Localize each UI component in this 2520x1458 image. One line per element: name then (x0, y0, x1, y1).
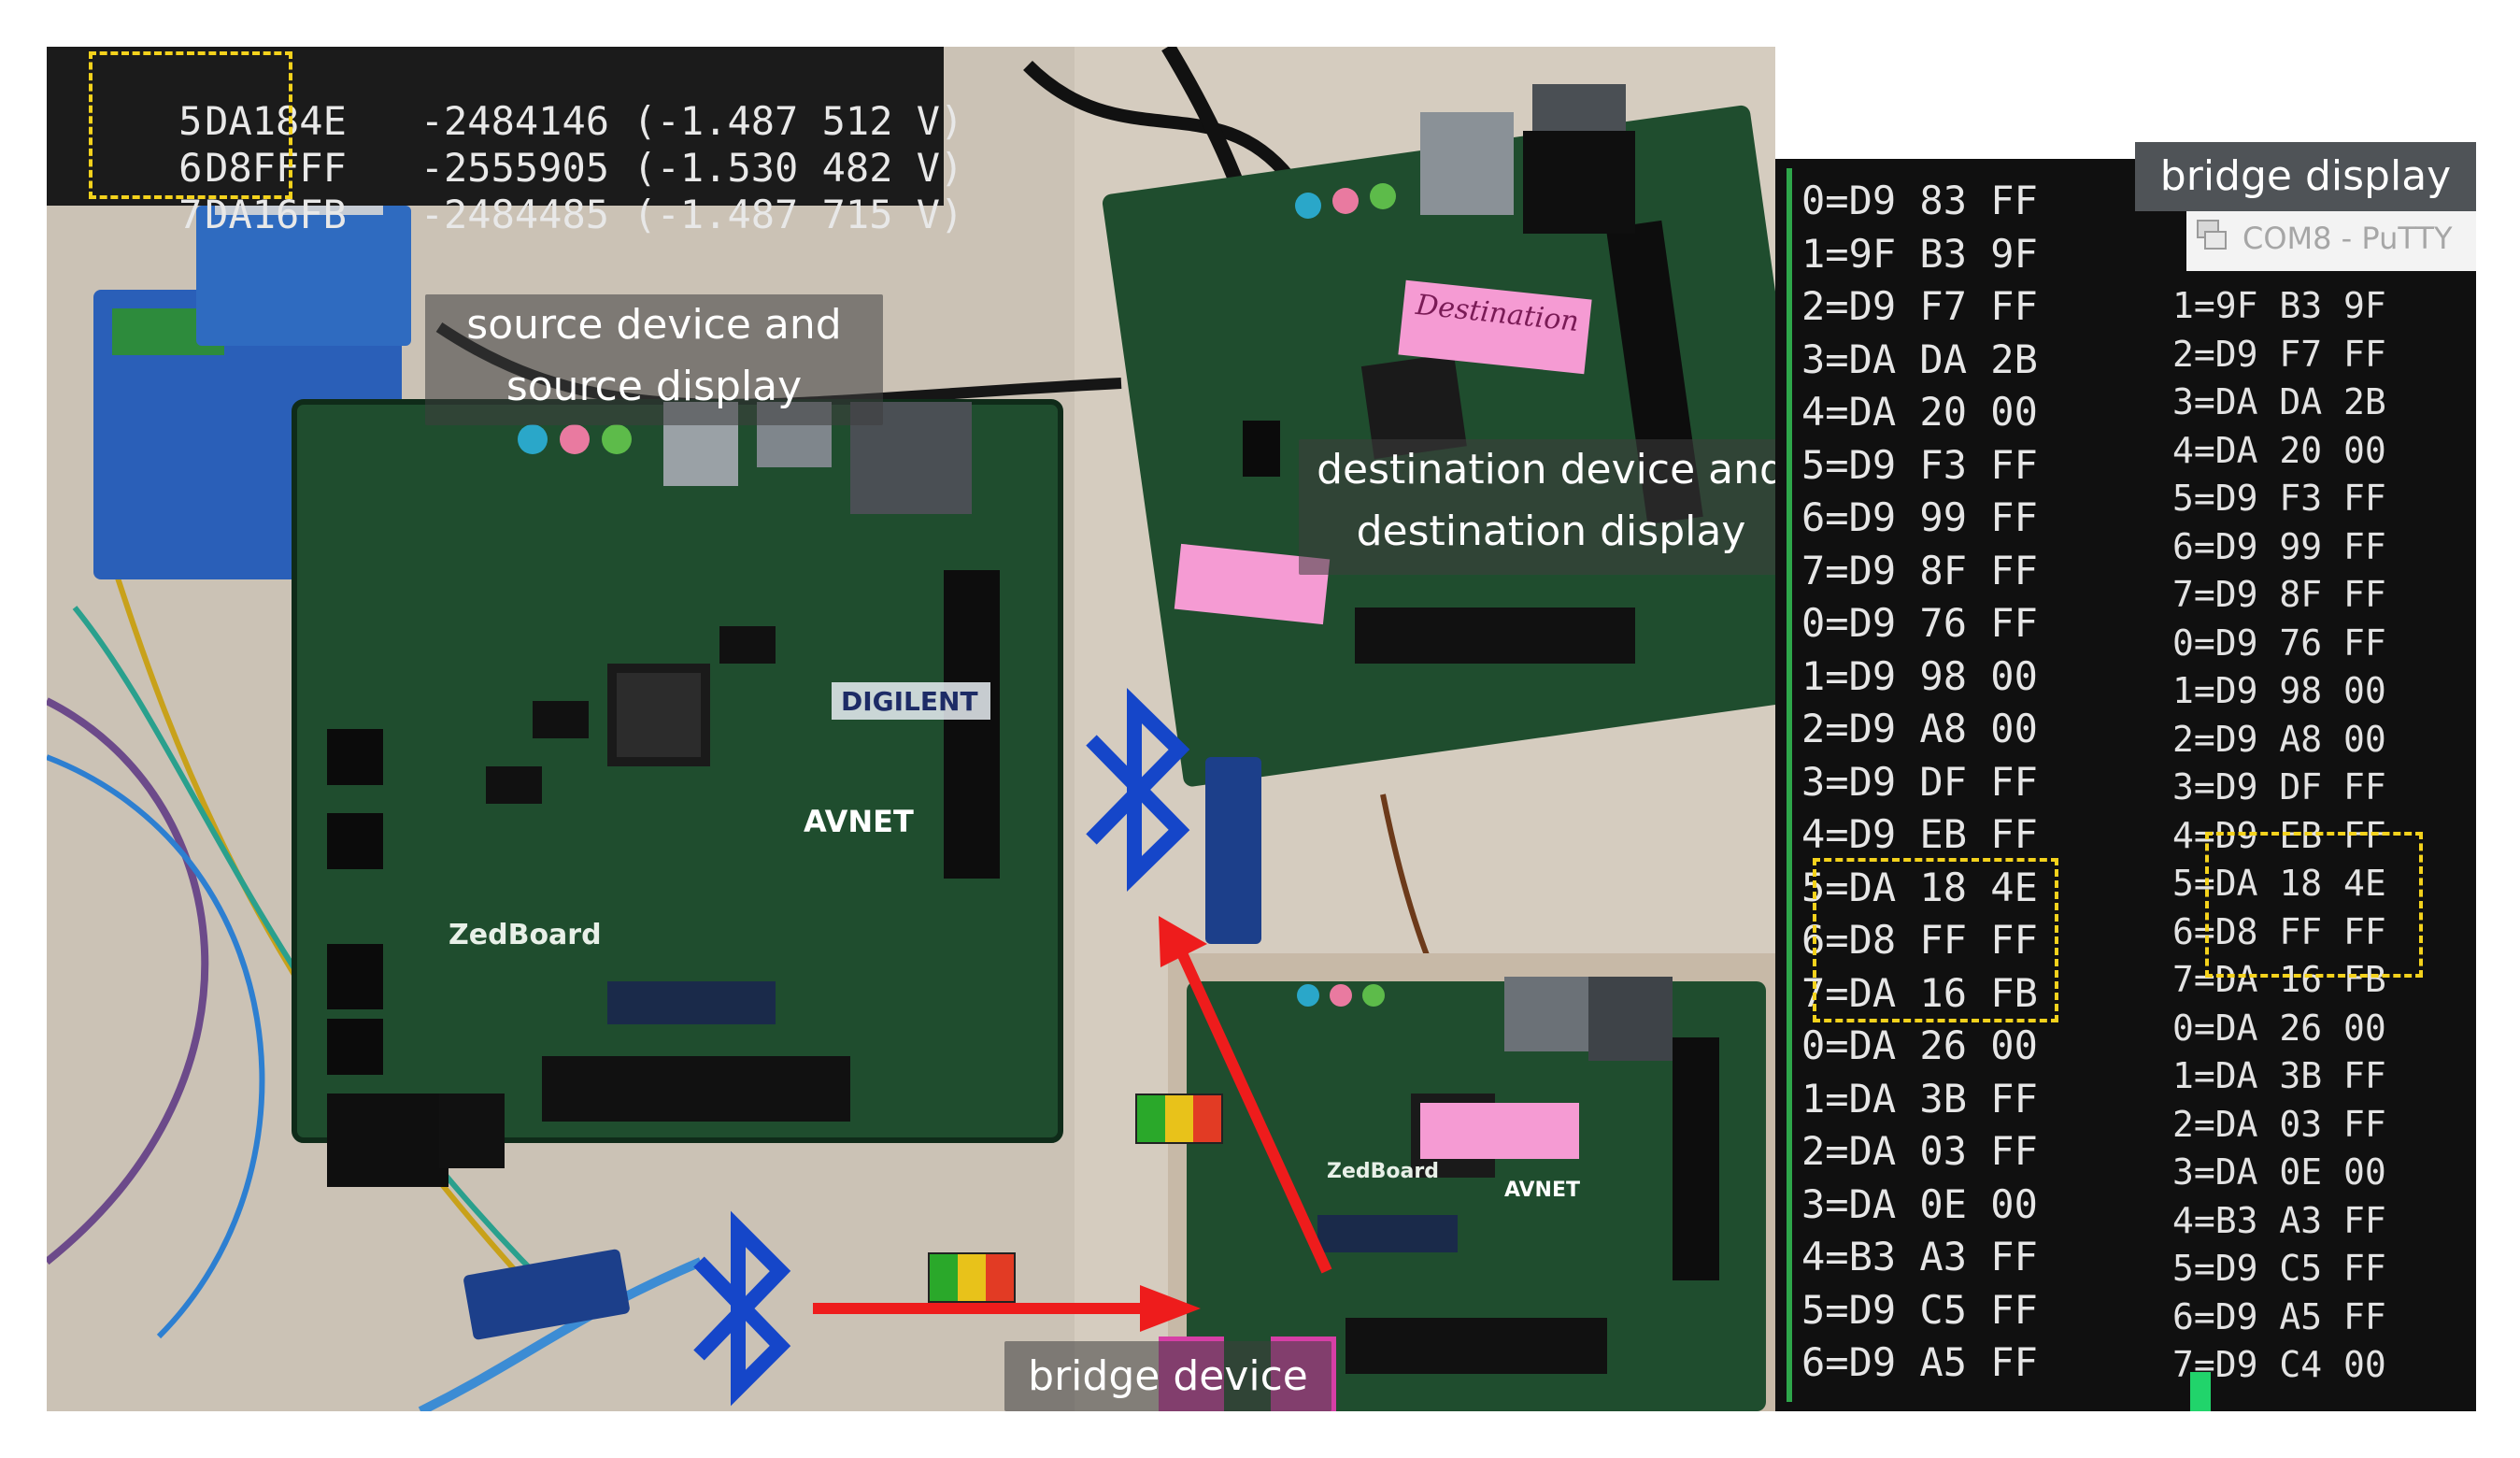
bridge-line: 6=D8 FF FF (2172, 910, 2386, 952)
putty-title-bar: COM8 - PuTTY (2186, 206, 2476, 271)
bridge-line: 7=DA 16 FB (2172, 959, 2386, 1000)
destination-line: 0=D9 83 FF (1801, 178, 2038, 223)
destination-line: 5=D9 F3 FF (1801, 441, 2038, 488)
destination-line: 1=9F B3 9F (1801, 230, 2038, 277)
destination-line: 5=DA 18 4E (1801, 864, 2038, 910)
bridge-line: 3=DA DA 2B (2172, 381, 2386, 422)
bridge-line: 0=DA 26 00 (2172, 1007, 2386, 1049)
source-highlight-box (89, 51, 292, 199)
destination-line: 1=D9 98 00 (1801, 652, 2038, 699)
bluetooth-icon (693, 1210, 791, 1407)
bridge-line: 5=D9 C5 FF (2172, 1248, 2386, 1289)
destination-device-label: destination device and destination displ… (1299, 439, 1803, 575)
bridge-line: 4=DA 20 00 (2172, 429, 2386, 471)
bridge-line: 6=D9 A5 FF (2172, 1295, 2386, 1337)
lab-photo: ZedBoard DIGILENT AVNET (47, 47, 1775, 1411)
bridge-line: 2=DA 03 FF (2172, 1103, 2386, 1145)
signal-bar-icon (928, 1252, 1016, 1303)
destination-highlight-box (1813, 858, 2058, 1022)
bridge-line: 1=DA 3B FF (2172, 1055, 2386, 1096)
bridge-line: 5=DA 18 4E (2172, 863, 2386, 904)
destination-line: 0=D9 76 FF (1801, 600, 2038, 646)
destination-line: 7=D9 8F FF (1801, 547, 2038, 593)
arrow-up-icon (1159, 916, 1332, 1274)
svg-text:ZedBoard: ZedBoard (448, 919, 602, 951)
destination-line: 3=D9 DF FF (1801, 758, 2038, 805)
terminal-left-border (1787, 168, 1792, 1402)
source-line: 6D8FFFF -2555905 (-1.530 482 V) (178, 145, 964, 191)
destination-line: 6=D8 FF FF (1801, 917, 2038, 963)
bridge-line: 1=D9 98 00 (2172, 670, 2386, 711)
destination-line: 3=DA DA 2B (1801, 336, 2038, 382)
arrow-right-icon (813, 1285, 1201, 1332)
source-terminal: 5DA184E -2484146 (-1.487 512 V) 6D8FFFF … (47, 47, 963, 237)
bridge-line: 3=DA 0E 00 (2172, 1151, 2386, 1193)
bridge-line: 5=D9 F3 FF (2172, 478, 2386, 519)
bluetooth-icon (1086, 687, 1190, 893)
bridge-line: 0=D9 76 FF (2172, 622, 2386, 664)
bridge-device-label: bridge device (1004, 1341, 1331, 1411)
bridge-line: 3=D9 DF FF (2172, 766, 2386, 808)
putty-title: COM8 - PuTTY (2242, 221, 2453, 256)
bridge-line: 7=D9 C4 00 (2172, 1344, 2386, 1385)
svg-text:AVNET: AVNET (804, 804, 914, 839)
destination-line: 6=D9 A5 FF (1801, 1339, 2038, 1385)
bridge-highlight-box (2205, 832, 2423, 978)
destination-line: 5=D9 C5 FF (1801, 1286, 2038, 1333)
lab-scene: ZedBoard DIGILENT AVNET (47, 47, 1775, 1411)
bridge-line: 1=9F B3 9F (2172, 285, 2386, 326)
destination-line: 0=DA 26 00 (1801, 1022, 2038, 1068)
destination-line: 2=D9 F7 FF (1801, 283, 2038, 329)
source-board: ZedBoard DIGILENT AVNET (292, 399, 1063, 1187)
destination-line: 7=DA 16 FB (1801, 969, 2038, 1016)
terminal-screen (1775, 159, 2476, 1411)
bridge-line: 6=D9 99 FF (2172, 525, 2386, 567)
destination-line: 3=DA 0E 00 (1801, 1180, 2038, 1227)
terminal-cursor (2190, 1372, 2211, 1411)
svg-text:ZedBoard: ZedBoard (1327, 1160, 1439, 1183)
bridge-line: 7=D9 8F FF (2172, 574, 2386, 615)
putty-icon (2197, 220, 2227, 250)
source-line: 7DA16FB -2484485 (-1.487 715 V) (178, 192, 964, 237)
bridge-display-label: bridge display (2135, 142, 2476, 211)
destination-line: 2=D9 A8 00 (1801, 706, 2038, 751)
destination-line: 4=D9 EB FF (1801, 811, 2038, 857)
svg-text:DIGILENT: DIGILENT (841, 686, 978, 717)
source-device-label: source device and source display (425, 294, 883, 425)
bridge-line: 2=D9 F7 FF (2172, 333, 2386, 375)
destination-line: 6=D9 99 FF (1801, 494, 2038, 540)
bridge-line: 2=D9 A8 00 (2172, 718, 2386, 760)
source-line: 5DA184E -2484146 (-1.487 512 V) (178, 98, 964, 144)
svg-text:AVNET: AVNET (1504, 1179, 1580, 1202)
bridge-board: ZedBoard AVNET (1168, 953, 1775, 1411)
bridge-line: 4=B3 A3 FF (2172, 1199, 2386, 1241)
signal-bar-icon (1135, 1094, 1223, 1144)
destination-line: 2=DA 03 FF (1801, 1128, 2038, 1174)
destination-line: 4=DA 20 00 (1801, 389, 2038, 435)
destination-line: 4=B3 A3 FF (1801, 1234, 2038, 1279)
destination-line: 1=DA 3B FF (1801, 1075, 2038, 1122)
